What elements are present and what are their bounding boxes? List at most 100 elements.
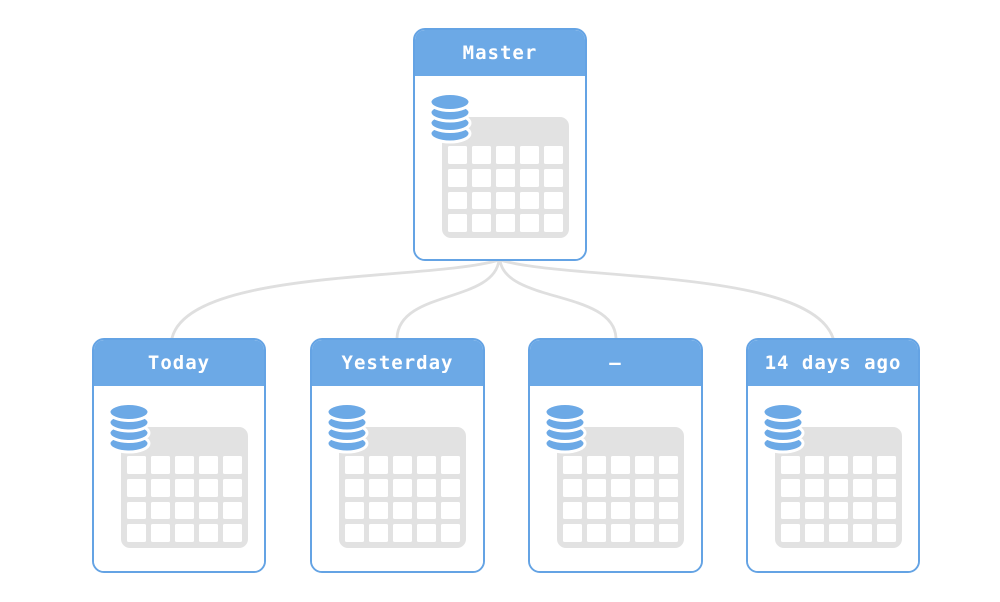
calendar-cell	[448, 146, 467, 164]
calendar-cell	[587, 456, 606, 474]
calendar-cell	[127, 456, 146, 474]
calendar-cell	[223, 501, 242, 520]
calendar-cell	[345, 524, 364, 542]
calendar-cell	[520, 146, 539, 164]
node-master-label: Master	[462, 42, 538, 64]
calendar-cell	[175, 478, 194, 497]
node-yesterday: Yesterday	[310, 338, 485, 573]
node-yesterday-label: Yesterday	[341, 352, 454, 374]
node-master-body	[415, 76, 585, 259]
calendar-cell	[127, 501, 146, 520]
calendar-cell	[829, 456, 848, 474]
calendar-cell	[472, 214, 491, 232]
edge-master-yesterday	[395, 258, 501, 340]
calendar-cell	[659, 524, 678, 542]
database-icon	[428, 92, 472, 144]
node-today: Today	[92, 338, 266, 573]
calendar-cell	[441, 501, 460, 520]
calendar-cell	[805, 478, 824, 497]
calendar-cell	[520, 191, 539, 210]
node-range-gap-body	[530, 386, 701, 571]
node-range-gap: –	[528, 338, 703, 573]
edge-master-today	[170, 258, 501, 340]
calendar-cell	[496, 214, 515, 232]
calendar-cell	[659, 501, 678, 520]
calendar-cell	[369, 456, 388, 474]
calendar-cell	[544, 214, 563, 232]
calendar-cell	[496, 168, 515, 187]
calendar-cell	[417, 524, 436, 542]
calendar-cell	[151, 478, 170, 497]
calendar-cell	[877, 501, 896, 520]
calendar-cell	[127, 478, 146, 497]
calendar-table-icon	[442, 117, 569, 238]
calendar-cell	[520, 214, 539, 232]
calendar-grid	[781, 456, 896, 542]
calendar-cell	[448, 168, 467, 187]
calendar-grid	[345, 456, 460, 542]
calendar-cell	[544, 146, 563, 164]
database-icon	[761, 402, 805, 454]
calendar-cell	[496, 146, 515, 164]
calendar-cell	[805, 524, 824, 542]
calendar-cell	[127, 524, 146, 542]
calendar-cell	[853, 456, 872, 474]
calendar-cell	[611, 524, 630, 542]
calendar-cell	[151, 456, 170, 474]
calendar-cell	[223, 456, 242, 474]
calendar-grid	[448, 146, 563, 232]
calendar-cell	[369, 524, 388, 542]
calendar-cell	[853, 524, 872, 542]
calendar-cell	[417, 501, 436, 520]
node-master: Master	[413, 28, 587, 261]
calendar-cell	[877, 478, 896, 497]
calendar-cell	[659, 478, 678, 497]
calendar-cell	[781, 478, 800, 497]
calendar-cell	[611, 501, 630, 520]
node-14-days-ago-label: 14 days ago	[764, 352, 902, 374]
calendar-cell	[417, 456, 436, 474]
calendar-cell	[544, 168, 563, 187]
node-yesterday-header: Yesterday	[312, 340, 483, 386]
calendar-cell	[441, 524, 460, 542]
calendar-cell	[829, 478, 848, 497]
calendar-cell	[472, 146, 491, 164]
calendar-cell	[587, 501, 606, 520]
calendar-cell	[563, 478, 582, 497]
calendar-cell	[877, 524, 896, 542]
calendar-cell	[635, 478, 654, 497]
calendar-cell	[805, 501, 824, 520]
calendar-cell	[877, 456, 896, 474]
calendar-cell	[393, 501, 412, 520]
calendar-cell	[199, 524, 218, 542]
calendar-cell	[587, 478, 606, 497]
calendar-cell	[829, 524, 848, 542]
node-14-days-ago-body	[748, 386, 918, 571]
calendar-cell	[635, 524, 654, 542]
edge-master-range-gap	[498, 258, 618, 340]
calendar-cell	[781, 524, 800, 542]
node-master-header: Master	[415, 30, 585, 76]
calendar-cell	[829, 501, 848, 520]
calendar-cell	[417, 478, 436, 497]
calendar-cell	[151, 524, 170, 542]
node-today-header: Today	[94, 340, 264, 386]
calendar-cell	[448, 214, 467, 232]
edge-master-14-days-ago	[498, 258, 835, 340]
node-range-gap-header: –	[530, 340, 701, 386]
node-14-days-ago-header: 14 days ago	[748, 340, 918, 386]
calendar-cell	[472, 191, 491, 210]
calendar-cell	[520, 168, 539, 187]
calendar-cell	[199, 456, 218, 474]
node-14-days-ago: 14 days ago	[746, 338, 920, 573]
calendar-cell	[369, 478, 388, 497]
calendar-grid	[127, 456, 242, 542]
calendar-cell	[151, 501, 170, 520]
calendar-cell	[611, 456, 630, 474]
calendar-cell	[611, 478, 630, 497]
calendar-cell	[345, 456, 364, 474]
calendar-cell	[781, 456, 800, 474]
calendar-cell	[472, 168, 491, 187]
calendar-cell	[393, 478, 412, 497]
